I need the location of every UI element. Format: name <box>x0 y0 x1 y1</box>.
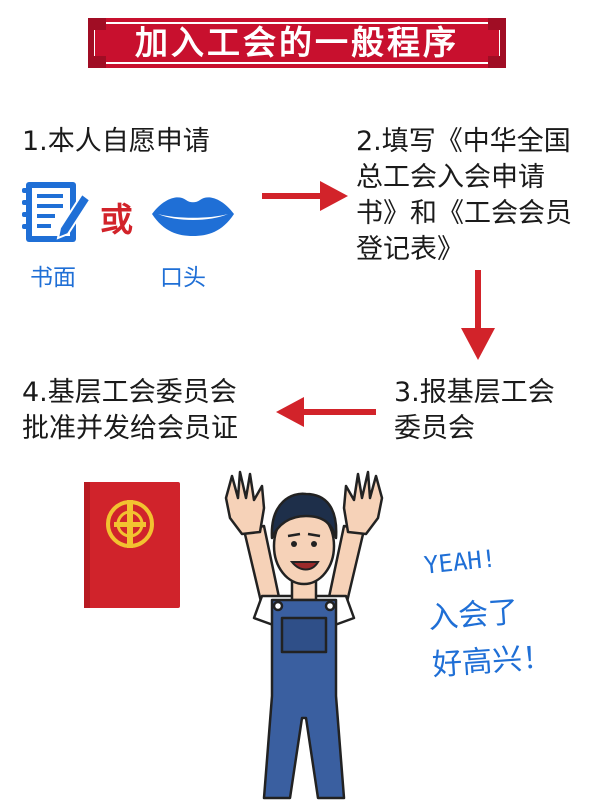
yeah-text: YEAH! <box>422 544 498 580</box>
joined-text: 入会了 <box>427 594 520 637</box>
happy-text: 好高兴！ <box>431 639 554 684</box>
arrow-down <box>461 270 495 360</box>
lips-icon <box>152 197 234 236</box>
page-title: 加入工会的一般程序 <box>135 23 459 62</box>
notepad-pen-icon <box>22 182 92 242</box>
or-label: 或 <box>100 200 133 239</box>
written-caption: 书面 <box>30 265 76 291</box>
cheering-man-illustration <box>224 470 384 800</box>
arrow-left <box>276 397 376 427</box>
arrow-right <box>262 181 348 211</box>
step-3-text: 3.报基层工会 委员会 <box>394 377 555 444</box>
union-card-icon <box>84 482 180 608</box>
oral-caption: 口头 <box>160 265 206 291</box>
step-1-text: 1.本人自愿申请 <box>22 126 210 157</box>
step-2-text: 2.填写《中华全国 总工会入会申请 书》和《工会会员 登记表》 <box>356 126 572 265</box>
title-banner <box>88 18 506 68</box>
step-4-text: 4.基层工会委员会 批准并发给会员证 <box>22 377 238 444</box>
